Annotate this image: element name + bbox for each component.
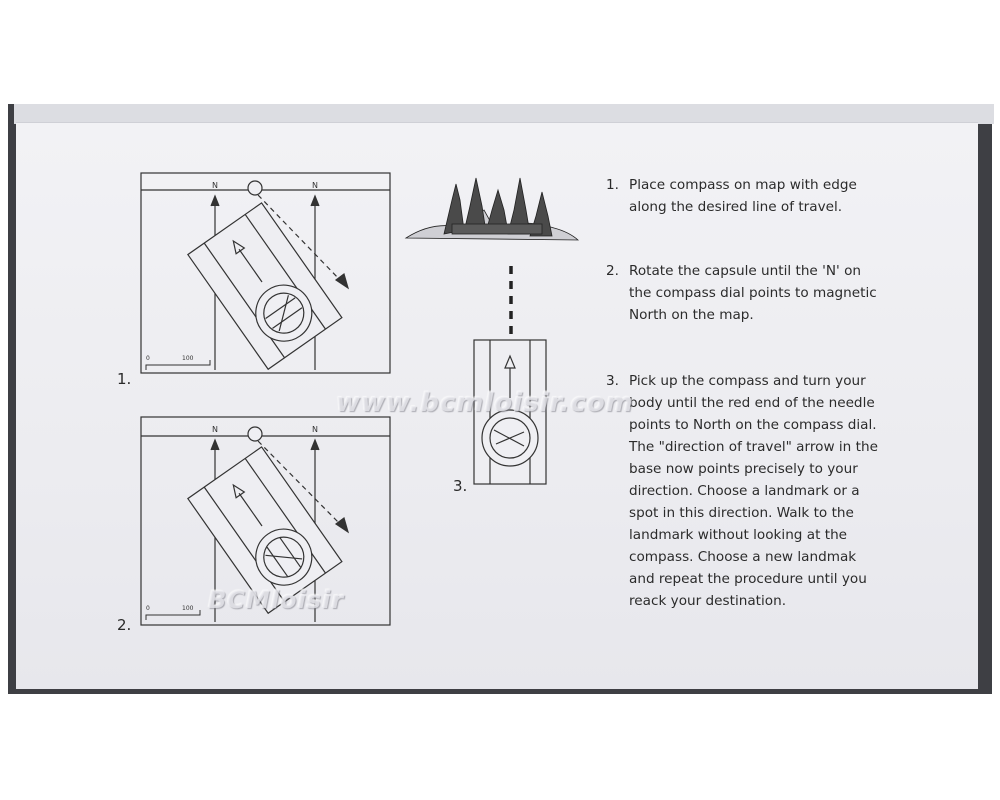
scale-end-label: 100 xyxy=(182,355,194,362)
box-top-band xyxy=(14,104,994,124)
figure-2-label: 2. xyxy=(117,616,132,634)
figure-1-label: 1. xyxy=(117,370,132,388)
north-label-left-2: N xyxy=(212,425,218,434)
instruction-step-1: 1. Place compass on map with edge along … xyxy=(606,174,926,218)
scale-start-label: 0 xyxy=(146,355,150,362)
figure-2-map-diagram: N N 0 100 xyxy=(140,414,392,628)
instruction-step-3: 3. Pick up the compass and turn your bod… xyxy=(606,370,926,612)
figure-3-compass-diagram xyxy=(472,338,548,488)
dashed-sightline xyxy=(508,266,514,334)
step-3-number: 3. xyxy=(606,373,619,389)
step-2-text: Rotate the capsule until the 'N' on the … xyxy=(629,263,877,323)
scale-end-label-2: 100 xyxy=(182,605,194,612)
watermark-url: www.bcmloisir.com xyxy=(336,388,634,418)
north-label-right-2: N xyxy=(312,425,318,434)
step-2-number: 2. xyxy=(606,263,619,279)
watermark-brand: BCMloisir xyxy=(208,586,345,614)
instruction-step-2: 2. Rotate the capsule until the 'N' on t… xyxy=(606,260,926,326)
step-1-text: Place compass on map with edge along the… xyxy=(629,177,857,215)
north-label-right: N xyxy=(312,181,318,190)
figure-1-map-diagram: N N 0 100 xyxy=(140,170,392,376)
scale-start-label-2: 0 xyxy=(146,605,150,612)
step-3-text: Pick up the compass and turn your body u… xyxy=(629,373,878,609)
figure-3-label: 3. xyxy=(453,477,468,495)
step-1-number: 1. xyxy=(606,177,619,193)
north-label-left: N xyxy=(212,181,218,190)
landmark-illustration xyxy=(404,170,580,252)
